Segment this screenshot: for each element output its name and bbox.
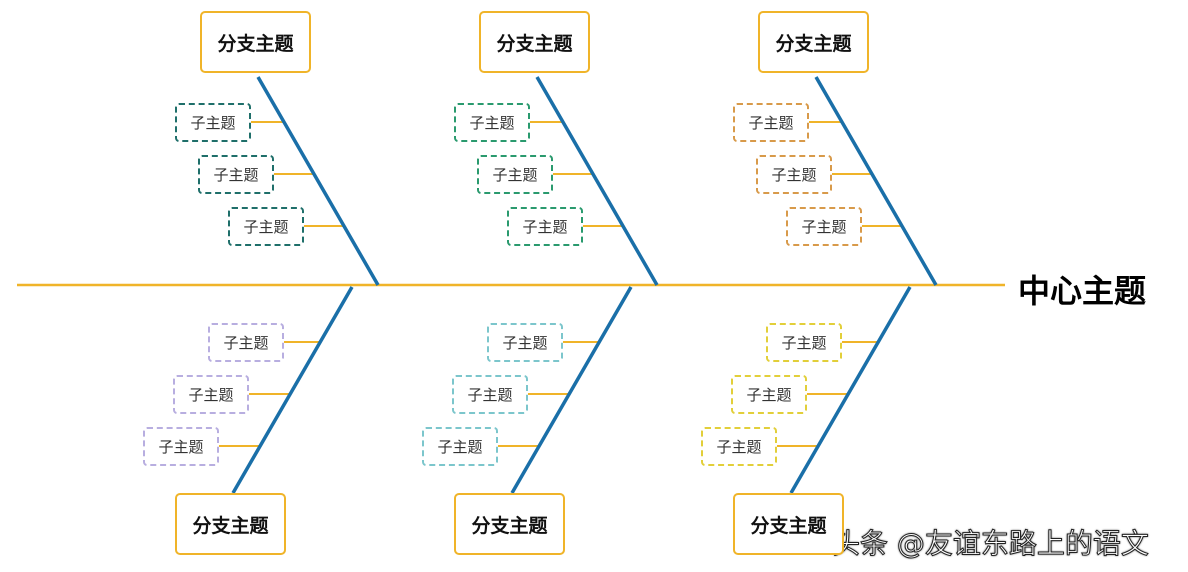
subtopic[interactable]: 子主题 [454,103,530,142]
center-topic[interactable]: 中心主题 [1018,272,1147,310]
branch-bone [535,76,659,286]
subtopic[interactable]: 子主题 [452,375,528,414]
branch-topic[interactable]: 分支主题 [758,11,869,73]
watermark: 头条 @友谊东路上的语文 [832,527,1150,561]
subtopic[interactable]: 子主题 [208,323,284,362]
subtopic[interactable]: 子主题 [731,375,807,414]
subtopic[interactable]: 子主题 [487,323,563,362]
branch-topic[interactable]: 分支主题 [200,11,311,73]
branch-topic[interactable]: 分支主题 [479,11,590,73]
branch-topic[interactable]: 分支主题 [454,493,565,555]
branch-bone [231,286,354,494]
subtopic[interactable]: 子主题 [786,207,862,246]
subtopic[interactable]: 子主题 [701,427,777,466]
subtopic[interactable]: 子主题 [507,207,583,246]
subtopic[interactable]: 子主题 [228,207,304,246]
subtopic[interactable]: 子主题 [733,103,809,142]
subtopic[interactable]: 子主题 [756,155,832,194]
subtopic[interactable]: 子主题 [173,375,249,414]
branch-bone [814,76,938,286]
subtopic[interactable]: 子主题 [198,155,274,194]
branch-bone [256,76,380,286]
subtopic[interactable]: 子主题 [175,103,251,142]
subtopic[interactable]: 子主题 [422,427,498,466]
branch-topic[interactable]: 分支主题 [733,493,844,555]
subtopic[interactable]: 子主题 [477,155,553,194]
subtopic[interactable]: 子主题 [143,427,219,466]
branch-bone [510,286,633,494]
branch-bone [789,286,912,494]
subtopic[interactable]: 子主题 [766,323,842,362]
branch-topic[interactable]: 分支主题 [175,493,286,555]
